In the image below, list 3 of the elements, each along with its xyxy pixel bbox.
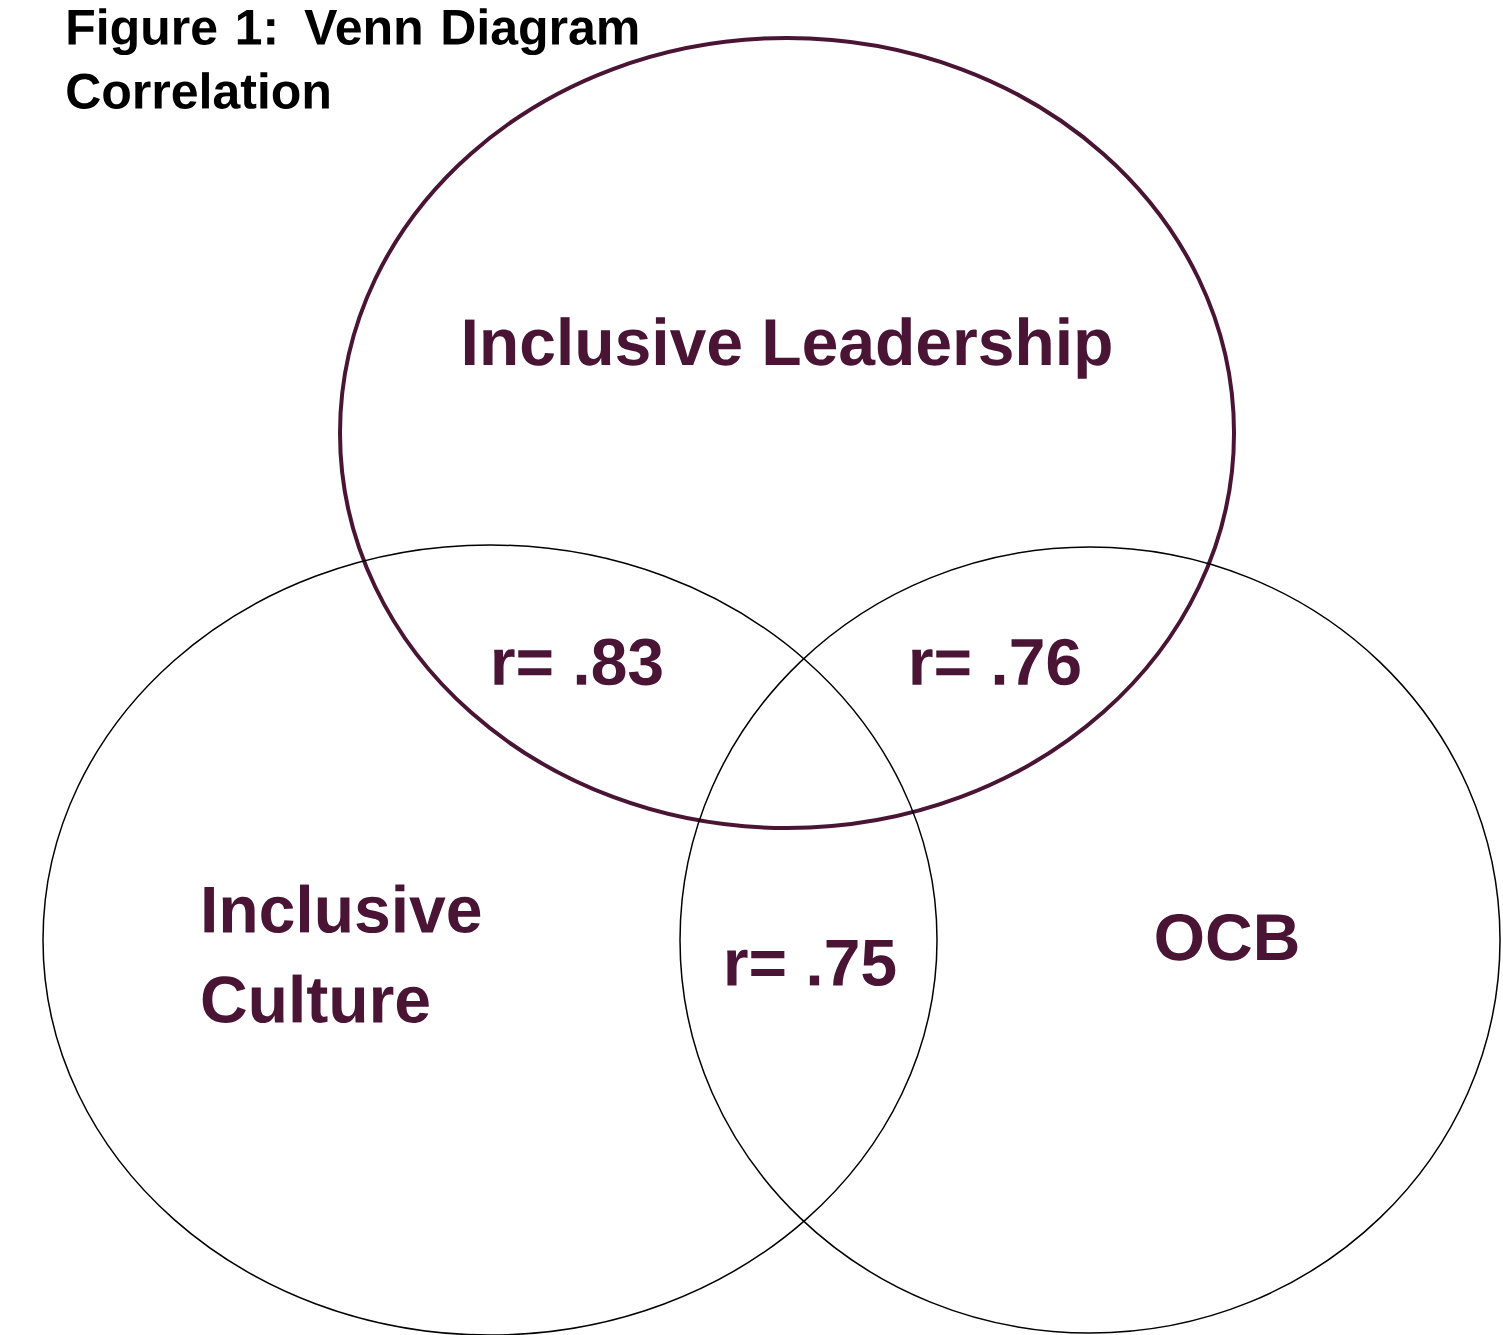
correlation-label: r= .83 xyxy=(494,638,662,686)
correlation-label: r= .76 xyxy=(912,638,1080,686)
correlation-label: r= .75 xyxy=(727,940,896,987)
